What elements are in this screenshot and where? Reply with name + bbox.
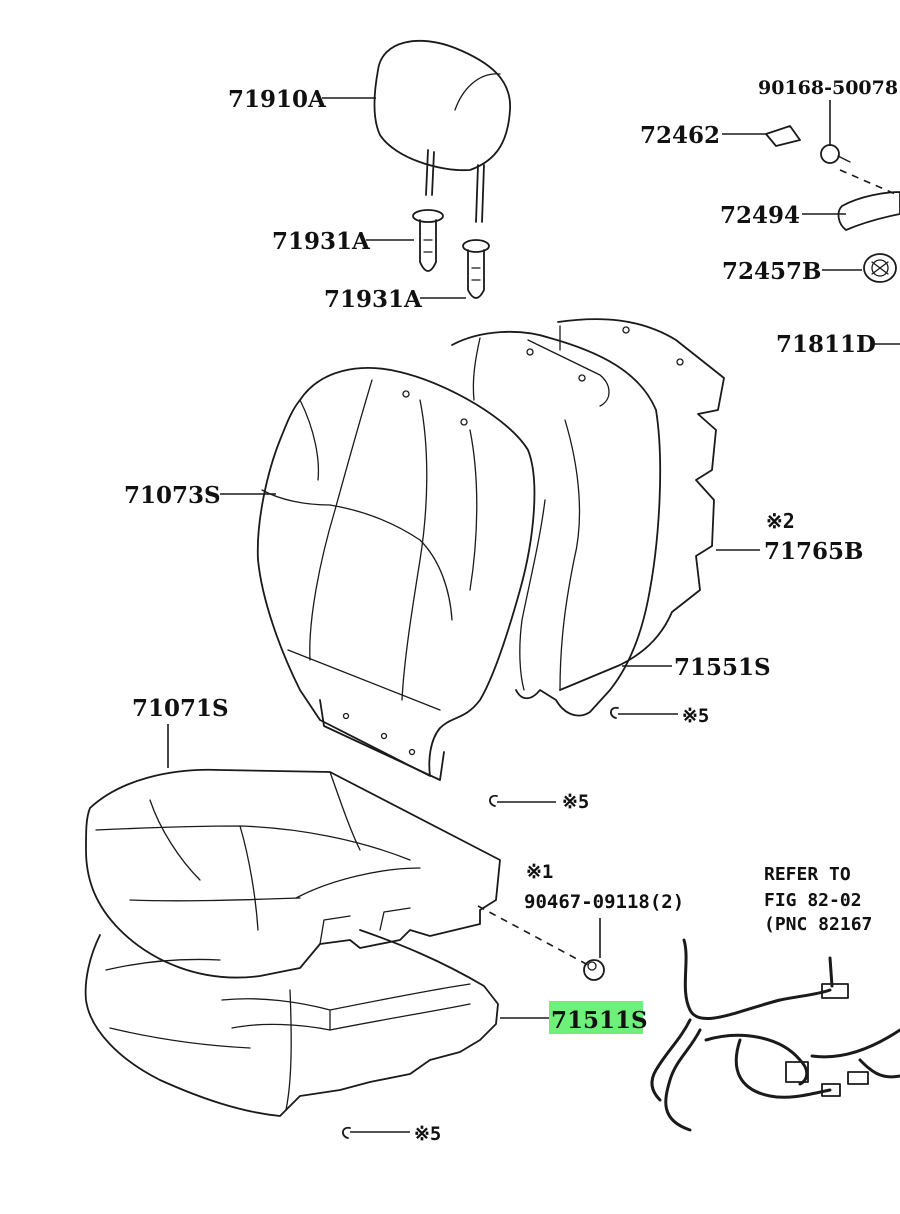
label-clip-note: ※1 xyxy=(526,861,553,883)
wire-harness-drawing xyxy=(650,938,900,1132)
label-lever[interactable]: 72494 xyxy=(720,202,800,229)
clip-drawing xyxy=(477,905,605,981)
highlight-cushion-pad xyxy=(549,1001,643,1034)
cushion-pad-drawing xyxy=(84,929,499,1117)
label-clip[interactable]: 90467-09118(2) xyxy=(524,891,684,913)
cushion-cover-drawing xyxy=(85,768,501,979)
label-hog-ring-3: ※5 xyxy=(414,1123,441,1145)
label-screw[interactable]: 90168-50078 xyxy=(758,77,898,99)
back-cover-drawing xyxy=(256,367,536,781)
label-back-pad[interactable]: 71551S xyxy=(674,654,771,681)
label-refer-1: REFER TO xyxy=(764,864,851,885)
back-pad-drawing xyxy=(451,330,662,717)
label-cushion-pad[interactable]: 71511S xyxy=(551,1007,648,1034)
label-headrest[interactable]: 71910A xyxy=(228,86,327,113)
part-labels: 71910A 71931A 71931A 71073S 71071S 90168… xyxy=(124,77,898,1145)
label-refer-3: (PNC 82167 xyxy=(764,914,872,935)
leader-lines xyxy=(167,97,900,1019)
label-guide-lower[interactable]: 71931A xyxy=(324,286,423,313)
label-frame-part[interactable]: 71811D xyxy=(776,331,876,358)
label-back-cover[interactable]: 71073S xyxy=(124,482,221,509)
label-hog-ring-1: ※5 xyxy=(682,705,709,727)
back-board-drawing xyxy=(557,318,725,691)
label-cushion-cover[interactable]: 71071S xyxy=(132,695,229,722)
label-knob[interactable]: 72462 xyxy=(640,122,720,149)
headrest-drawing xyxy=(373,39,511,223)
label-refer-2: FIG 82-02 xyxy=(764,890,862,911)
knob-screw-lever-drawing xyxy=(765,100,900,283)
label-back-board[interactable]: 71765B xyxy=(764,538,863,565)
label-hog-ring-2: ※5 xyxy=(562,791,589,813)
label-guide-upper[interactable]: 71931A xyxy=(272,228,371,255)
hog-ring-icons xyxy=(342,706,678,1139)
label-back-board-note: ※2 xyxy=(766,509,795,533)
headrest-guide-drawing xyxy=(412,209,490,299)
label-cover-round[interactable]: 72457B xyxy=(722,258,821,285)
